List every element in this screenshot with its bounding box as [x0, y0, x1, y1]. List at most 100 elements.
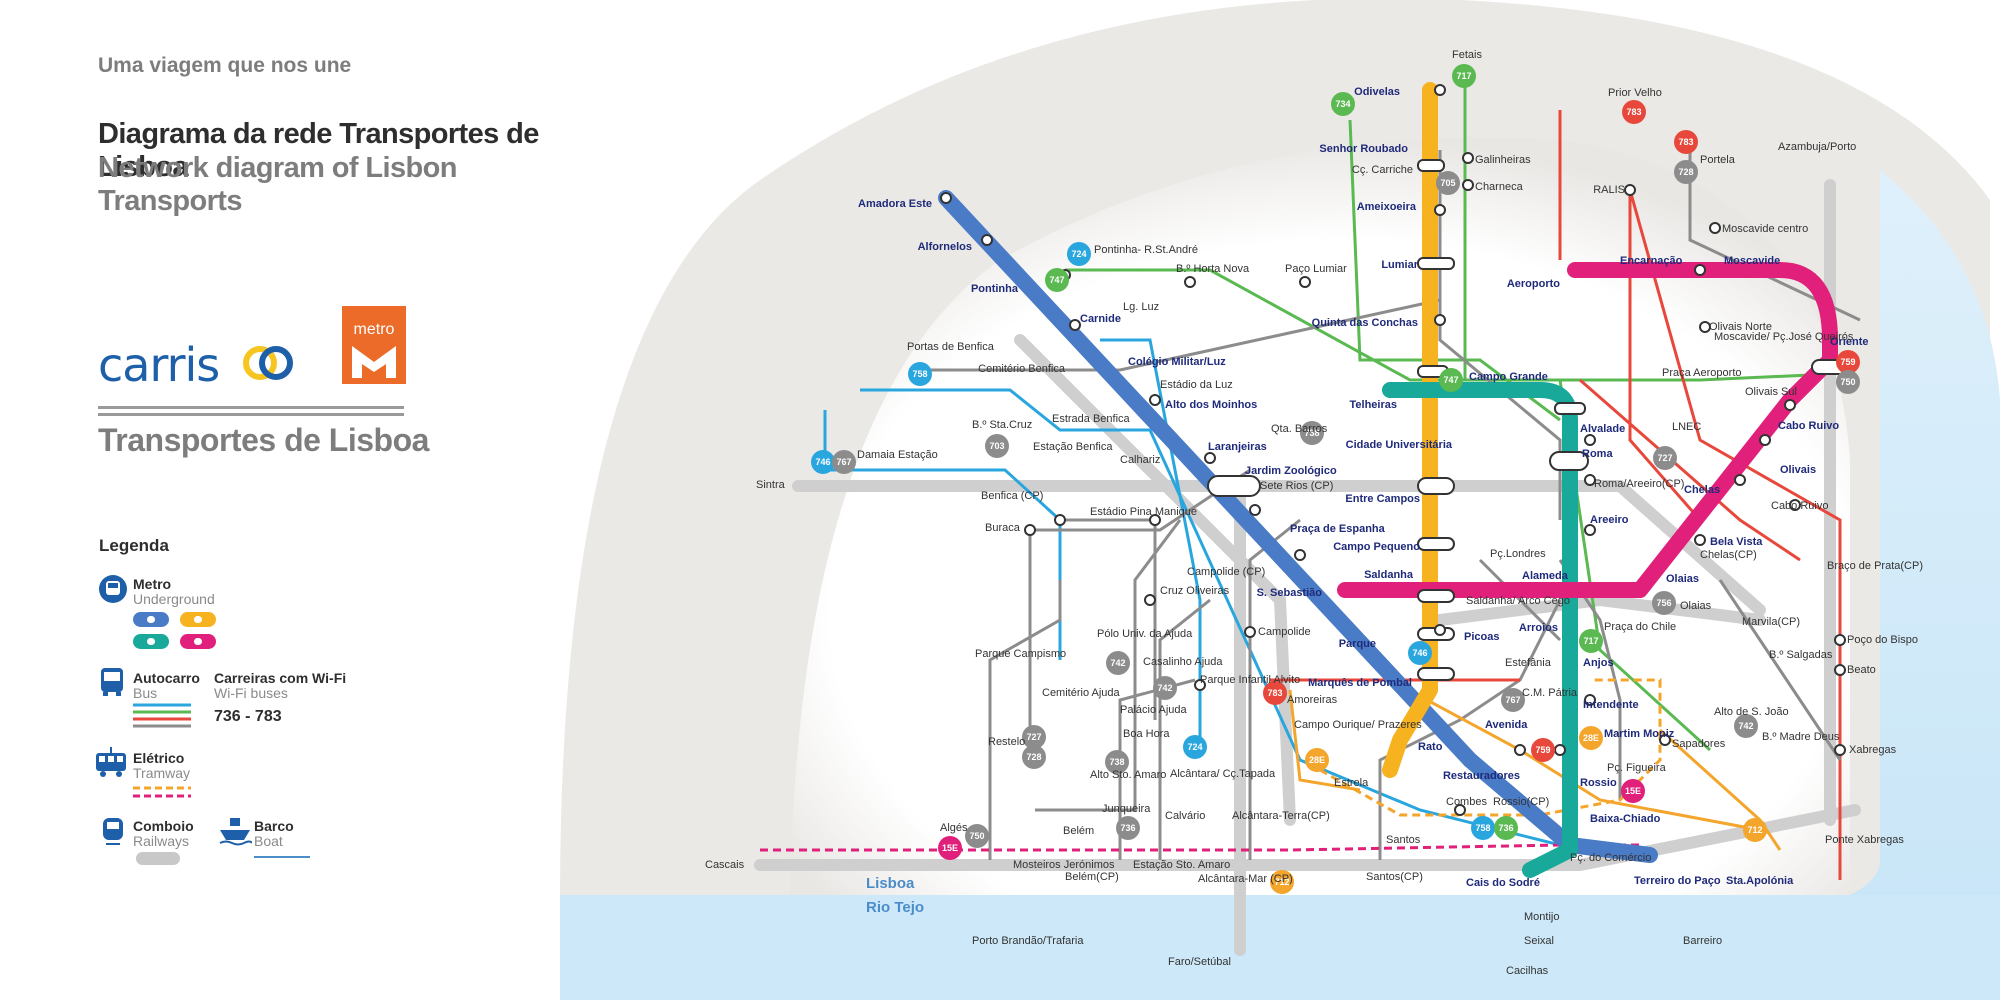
svg-text:Cemitério Ajuda: Cemitério Ajuda: [1042, 687, 1121, 699]
svg-text:Roma/Areeiro(CP): Roma/Areeiro(CP): [1594, 478, 1684, 490]
svg-text:Odivelas: Odivelas: [1354, 86, 1400, 98]
svg-text:Lumiar: Lumiar: [1381, 259, 1418, 271]
svg-text:727: 727: [1657, 453, 1672, 463]
svg-text:756: 756: [1656, 598, 1671, 608]
svg-text:Pç. do Comércio: Pç. do Comércio: [1570, 852, 1651, 864]
page-subtitle: Network diagram of Lisbon Transports: [98, 152, 457, 217]
svg-text:Olivais Norte: Olivais Norte: [1709, 321, 1772, 333]
svg-text:Estação Sto. Amaro: Estação Sto. Amaro: [1133, 859, 1230, 871]
svg-text:Restelo: Restelo: [988, 736, 1025, 748]
svg-text:Estação Benfica: Estação Benfica: [1033, 441, 1113, 453]
svg-text:Estrada Benfica: Estrada Benfica: [1052, 413, 1131, 425]
boat-icon: [219, 818, 252, 846]
svg-text:28E: 28E: [1309, 755, 1325, 765]
legend-metro-label: Metro: [133, 576, 172, 592]
legend-tram-label: Elétrico: [133, 750, 185, 766]
stop-labels: Fetais Galinheiras Cç. Carriche Charneca…: [857, 49, 1923, 885]
legend-boat-sub: Boat: [254, 833, 283, 849]
svg-text:Moscavide/ Pç.José Queirós: Moscavide/ Pç.José Queirós: [1714, 331, 1854, 343]
svg-text:Portas de Benfica: Portas de Benfica: [907, 341, 995, 353]
svg-text:Casalinho Ajuda: Casalinho Ajuda: [1143, 656, 1223, 668]
svg-text:Cç. Carriche: Cç. Carriche: [1352, 164, 1413, 176]
svg-text:759: 759: [1840, 357, 1855, 367]
divider: [98, 406, 404, 409]
svg-text:Anjos: Anjos: [1583, 657, 1614, 669]
carris-rings-icon: [243, 346, 293, 380]
svg-text:728: 728: [1678, 167, 1693, 177]
bus-icon: [101, 668, 123, 696]
svg-text:Estefânia: Estefânia: [1505, 657, 1552, 669]
metro-yellow-line-swatch: [180, 612, 216, 627]
svg-text:724: 724: [1187, 742, 1202, 752]
svg-text:Campolide (CP): Campolide (CP): [1187, 566, 1265, 578]
boat-cacilhas: Cacilhas: [1506, 965, 1549, 977]
svg-text:Boa Hora: Boa Hora: [1123, 728, 1170, 740]
metro-blue-line-swatch: [133, 612, 169, 627]
boat-barreiro: Barreiro: [1683, 935, 1722, 947]
svg-text:Cais do Sodré: Cais do Sodré: [1466, 877, 1540, 889]
svg-text:Alameda: Alameda: [1522, 570, 1569, 582]
svg-text:Praça de Espanha: Praça de Espanha: [1290, 523, 1386, 535]
svg-text:783: 783: [1626, 107, 1641, 117]
svg-text:Chelas: Chelas: [1684, 484, 1720, 496]
svg-text:Poço do Bispo: Poço do Bispo: [1847, 634, 1918, 646]
svg-text:Cabo Ruivo: Cabo Ruivo: [1771, 500, 1828, 512]
metro-logo: metro: [342, 306, 406, 384]
brand-name: Transportes de Lisboa: [98, 422, 429, 458]
svg-text:Avenida: Avenida: [1485, 719, 1528, 731]
svg-text:15E: 15E: [1625, 786, 1641, 796]
svg-text:B.º Salgadas: B.º Salgadas: [1769, 649, 1833, 661]
svg-text:Pólo Univ. da Ajuda: Pólo Univ. da Ajuda: [1097, 628, 1193, 640]
legend-wifi-label: Carreiras com Wi-Fi: [214, 670, 347, 686]
svg-text:Pontinha: Pontinha: [971, 283, 1019, 295]
stops: [940, 84, 1846, 816]
railway-lines: [754, 179, 1861, 956]
svg-text:Algés: Algés: [940, 822, 968, 834]
svg-text:Saldanha/ Arco Cego: Saldanha/ Arco Cego: [1466, 595, 1570, 607]
carris-logo: carris: [98, 338, 220, 392]
svg-text:Pç. Figueira: Pç. Figueira: [1607, 762, 1667, 774]
svg-text:742: 742: [1157, 683, 1172, 693]
svg-text:783: 783: [1267, 688, 1282, 698]
train-icon: [103, 818, 123, 845]
svg-text:Portela: Portela: [1700, 154, 1736, 166]
svg-text:Xabregas: Xabregas: [1849, 744, 1897, 756]
svg-text:Moscavide centro: Moscavide centro: [1722, 223, 1808, 235]
legend-rail-label: Comboio: [133, 818, 194, 834]
svg-text:Calhariz: Calhariz: [1120, 454, 1160, 466]
tram-lines: [760, 678, 1662, 852]
svg-text:Olaias: Olaias: [1680, 600, 1712, 612]
svg-text:Pontinha- R.St.André: Pontinha- R.St.André: [1094, 244, 1198, 256]
svg-text:758: 758: [1475, 823, 1490, 833]
svg-text:Estrela: Estrela: [1334, 777, 1369, 789]
svg-text:Estádio da Luz: Estádio da Luz: [1160, 379, 1233, 391]
svg-text:767: 767: [1505, 695, 1520, 705]
bus-lines-swatch: [133, 703, 191, 728]
svg-text:B.º Madre Deus: B.º Madre Deus: [1762, 731, 1840, 743]
metro-blue-line: [938, 190, 1658, 863]
svg-text:metro: metro: [354, 321, 395, 338]
svg-text:Saldanha: Saldanha: [1364, 569, 1414, 581]
svg-text:Praça do Chile: Praça do Chile: [1604, 621, 1676, 633]
svg-text:Paço Lumiar: Paço Lumiar: [1285, 263, 1347, 275]
svg-text:C.M. Pátria: C.M. Pátria: [1522, 687, 1578, 699]
legend-bus-label: Autocarro: [133, 670, 200, 686]
svg-text:Marquês de Pombal: Marquês de Pombal: [1308, 677, 1412, 689]
svg-text:Colégio Militar/Luz: Colégio Militar/Luz: [1128, 356, 1226, 368]
svg-text:Campo Grande: Campo Grande: [1469, 371, 1548, 383]
svg-text:Lg. Luz: Lg. Luz: [1123, 301, 1159, 313]
svg-text:738: 738: [1304, 428, 1319, 438]
svg-text:Fetais: Fetais: [1452, 49, 1482, 61]
svg-text:Ponte Xabregas: Ponte Xabregas: [1825, 834, 1904, 846]
svg-text:Martim Moniz: Martim Moniz: [1604, 728, 1675, 740]
direction-faro: Faro/Setúbal: [1168, 956, 1231, 968]
legend-boat-label: Barco: [254, 818, 294, 834]
svg-text:747: 747: [1049, 275, 1064, 285]
svg-text:Galinheiras: Galinheiras: [1475, 154, 1531, 166]
svg-text:746: 746: [815, 457, 830, 467]
boat-line-swatch: [254, 856, 310, 858]
svg-text:Jardim Zoológico: Jardim Zoológico: [1245, 465, 1337, 477]
svg-text:736: 736: [1120, 823, 1135, 833]
svg-text:Benfica (CP): Benfica (CP): [981, 490, 1043, 502]
svg-text:736: 736: [1498, 823, 1513, 833]
